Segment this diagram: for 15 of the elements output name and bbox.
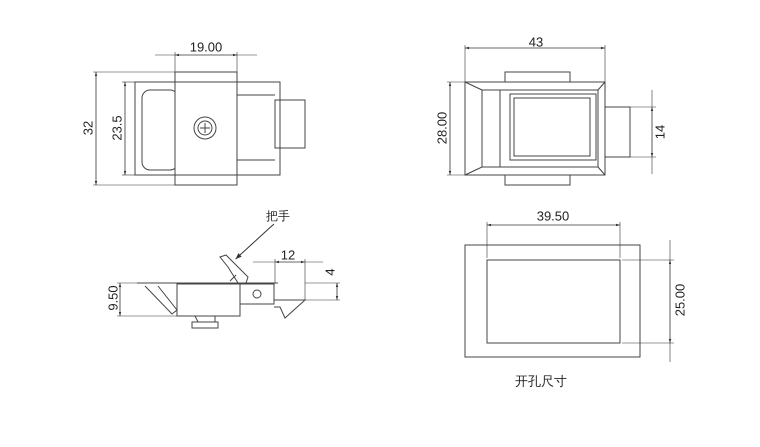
leader-line: [235, 224, 274, 260]
dimension-label: 28.00: [436, 112, 448, 144]
dimension-label: 4: [324, 268, 336, 276]
dimension-label: 32: [82, 120, 94, 136]
callout-label: 把手: [266, 210, 290, 222]
view-caption: 开孔尺寸: [515, 374, 567, 388]
dimension-label: 9.50: [106, 285, 120, 311]
dimension-label: 14: [654, 124, 666, 140]
dimension-label: 25.00: [674, 284, 686, 316]
dimension-label: 43: [528, 36, 544, 48]
dimension-label: 23.5: [110, 115, 124, 141]
dimension-label: 19.00: [190, 40, 222, 54]
handle-drawing: [218, 255, 250, 285]
dimension-label: 39.50: [536, 210, 570, 222]
dimension-label: 12: [280, 248, 296, 262]
